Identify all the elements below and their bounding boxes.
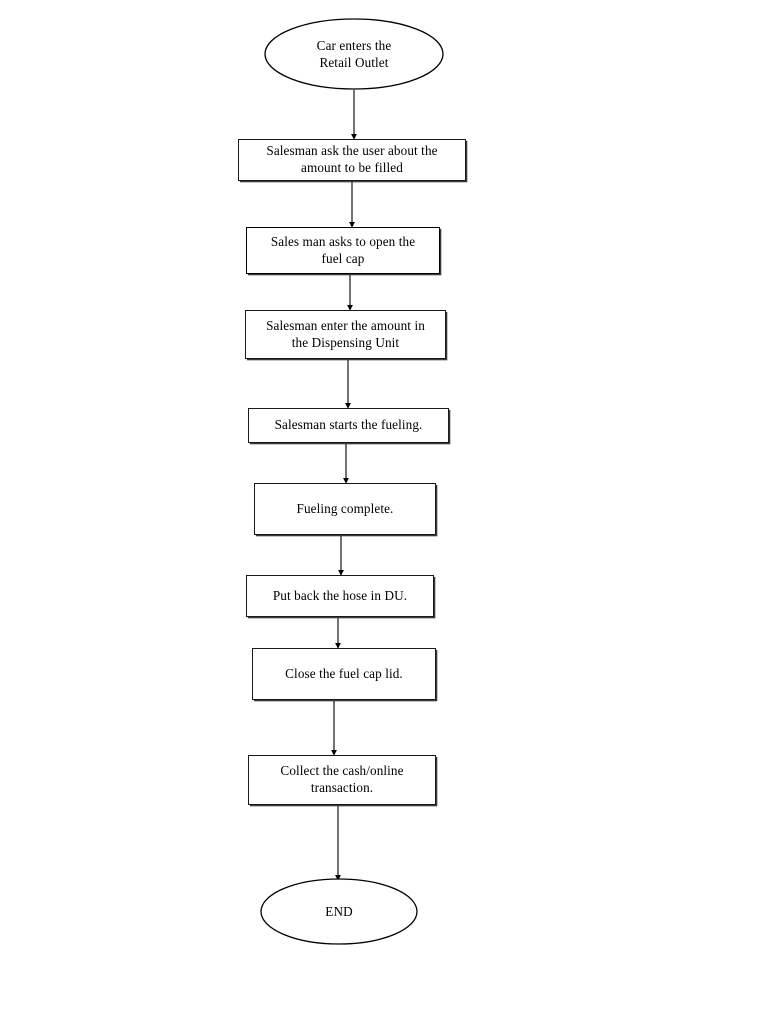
process-node-step4[interactable]: Salesman starts the fueling. — [248, 408, 449, 443]
process-node-step7[interactable]: Close the fuel cap lid. — [252, 648, 436, 700]
process-node-step5[interactable]: Fueling complete. — [254, 483, 436, 535]
process-node-step8[interactable]: Collect the cash/online transaction. — [248, 755, 436, 805]
node-label: Salesman starts the fueling. — [274, 417, 423, 433]
terminal-node-end[interactable]: END — [260, 878, 418, 945]
terminal-node-start[interactable]: Car enters the Retail Outlet — [264, 18, 444, 90]
node-label: Salesman enter the amount in the Dispens… — [266, 317, 425, 350]
node-label: END — [325, 903, 353, 919]
ellipse-outline — [264, 18, 444, 90]
node-label: Fueling complete. — [296, 500, 394, 516]
node-label: Sales man asks to open the fuel cap — [270, 233, 416, 266]
process-node-step1[interactable]: Salesman ask the user about the amount t… — [238, 139, 466, 181]
node-label: Close the fuel cap lid. — [285, 665, 403, 681]
node-label: Car enters the Retail Outlet — [316, 37, 392, 70]
node-label: Salesman ask the user about the amount t… — [266, 143, 438, 175]
ellipse-outline — [260, 878, 418, 945]
node-label: Put back the hose in DU. — [272, 587, 408, 603]
process-node-step2[interactable]: Sales man asks to open the fuel cap — [246, 227, 440, 274]
node-label: Collect the cash/online transaction. — [280, 763, 404, 795]
process-node-step6[interactable]: Put back the hose in DU. — [246, 575, 434, 617]
process-node-step3[interactable]: Salesman enter the amount in the Dispens… — [245, 310, 446, 359]
